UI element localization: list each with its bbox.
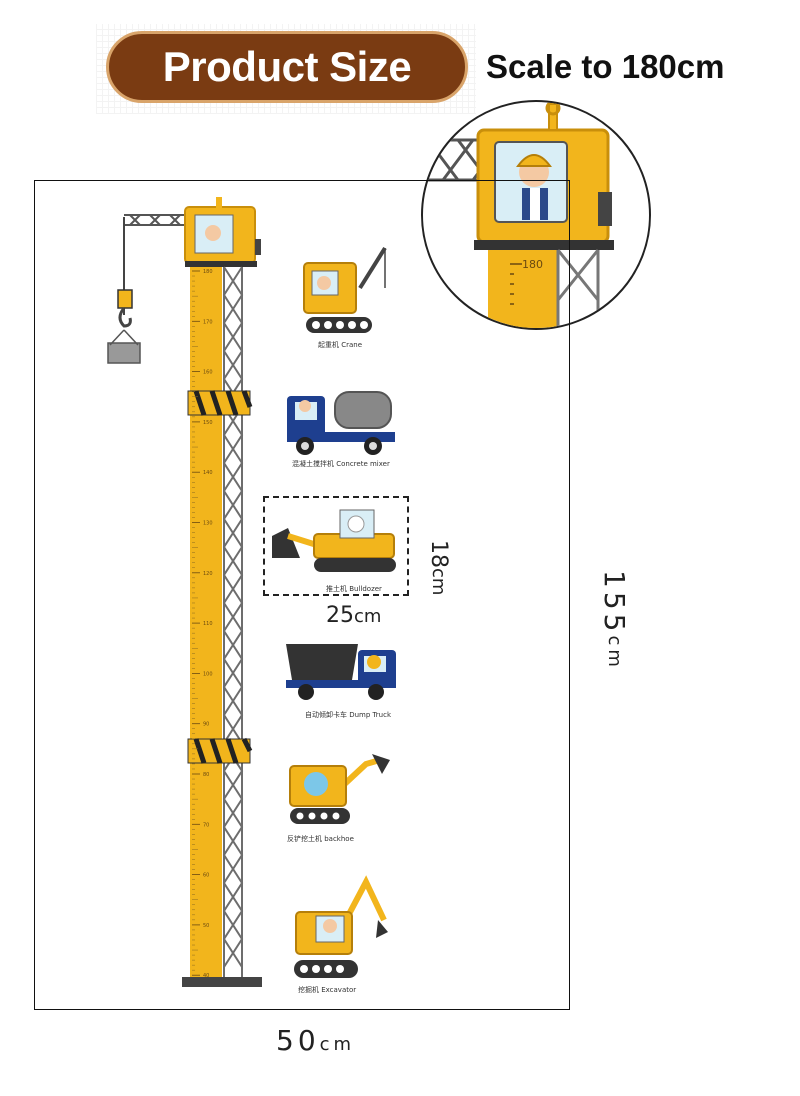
sample-height-dimension: 18cm <box>426 540 451 595</box>
ruler-tick-label: 70 <box>203 822 209 828</box>
ruler-tick-label: 170 <box>203 319 213 325</box>
vehicle-label-bulldozer: 推土机 Bulldozer <box>326 585 382 593</box>
ruler-tick-label: 80 <box>203 772 209 778</box>
crane-height-chart: 180 170 160 150 140 130 120 110 100 90 80 70 60 50 40 <box>107 197 262 987</box>
total-width-value: 50 <box>276 1024 320 1057</box>
ruler-tick-label: 160 <box>203 370 213 376</box>
sample-height-unit: cm <box>428 568 449 596</box>
zoom-detail-circle: 180 <box>421 100 651 330</box>
ruler-tick-label: 150 <box>203 420 213 426</box>
total-height-value: 155 <box>598 570 631 636</box>
crane-vehicle-icon <box>303 246 387 333</box>
ruler-tick-label: 40 <box>203 973 209 979</box>
hazard-band-upper <box>187 390 253 416</box>
ruler-tick-label: 100 <box>203 671 213 677</box>
ruler-tick-label: 130 <box>203 521 213 527</box>
concrete-mixer-icon <box>287 391 395 455</box>
dump-truck-icon <box>286 644 396 700</box>
ruler-tick-label: 50 <box>203 923 209 929</box>
decal-sheet-frame <box>34 180 570 1010</box>
product-size-banner: Product Size <box>106 31 468 103</box>
bulldozer-icon <box>272 509 396 572</box>
ruler-tick-label: 180 <box>203 269 213 275</box>
excavator-icon <box>294 875 388 978</box>
ruler-tick-label: 90 <box>203 722 209 728</box>
total-height-unit: cm <box>604 635 625 671</box>
sample-width-dimension: 25cm <box>326 603 381 628</box>
total-width-dimension: 50cm <box>276 1024 355 1057</box>
vehicle-label-concrete-mixer: 混凝土搅拌机 Concrete mixer <box>292 460 390 468</box>
total-width-unit: cm <box>319 1034 356 1055</box>
hazard-band-lower <box>187 737 253 764</box>
svg-text:180: 180 <box>522 258 543 271</box>
sample-width-value: 25 <box>326 603 354 628</box>
backhoe-icon <box>289 754 390 824</box>
banner-title: Product Size <box>162 43 412 90</box>
total-height-dimension: 155cm <box>598 570 631 671</box>
vehicle-label-backhoe: 反铲挖土机 backhoe <box>287 835 354 843</box>
ruler-tick-label: 120 <box>203 571 213 577</box>
ruler-tick-label: 60 <box>203 873 209 879</box>
sample-width-unit: cm <box>354 606 382 627</box>
vehicle-label-dump-truck: 自动倾卸卡车 Dump Truck <box>305 711 392 719</box>
vehicle-label-excavator: 挖掘机 Excavator <box>298 986 357 994</box>
scale-note: Scale to 180cm <box>486 48 725 85</box>
ruler-tick-label: 110 <box>203 621 213 627</box>
sample-height-value: 18 <box>426 540 451 568</box>
vehicle-label-crane: 起重机 Crane <box>318 341 363 349</box>
ruler-tick-label: 140 <box>203 470 213 476</box>
sample-size-box <box>263 496 409 596</box>
